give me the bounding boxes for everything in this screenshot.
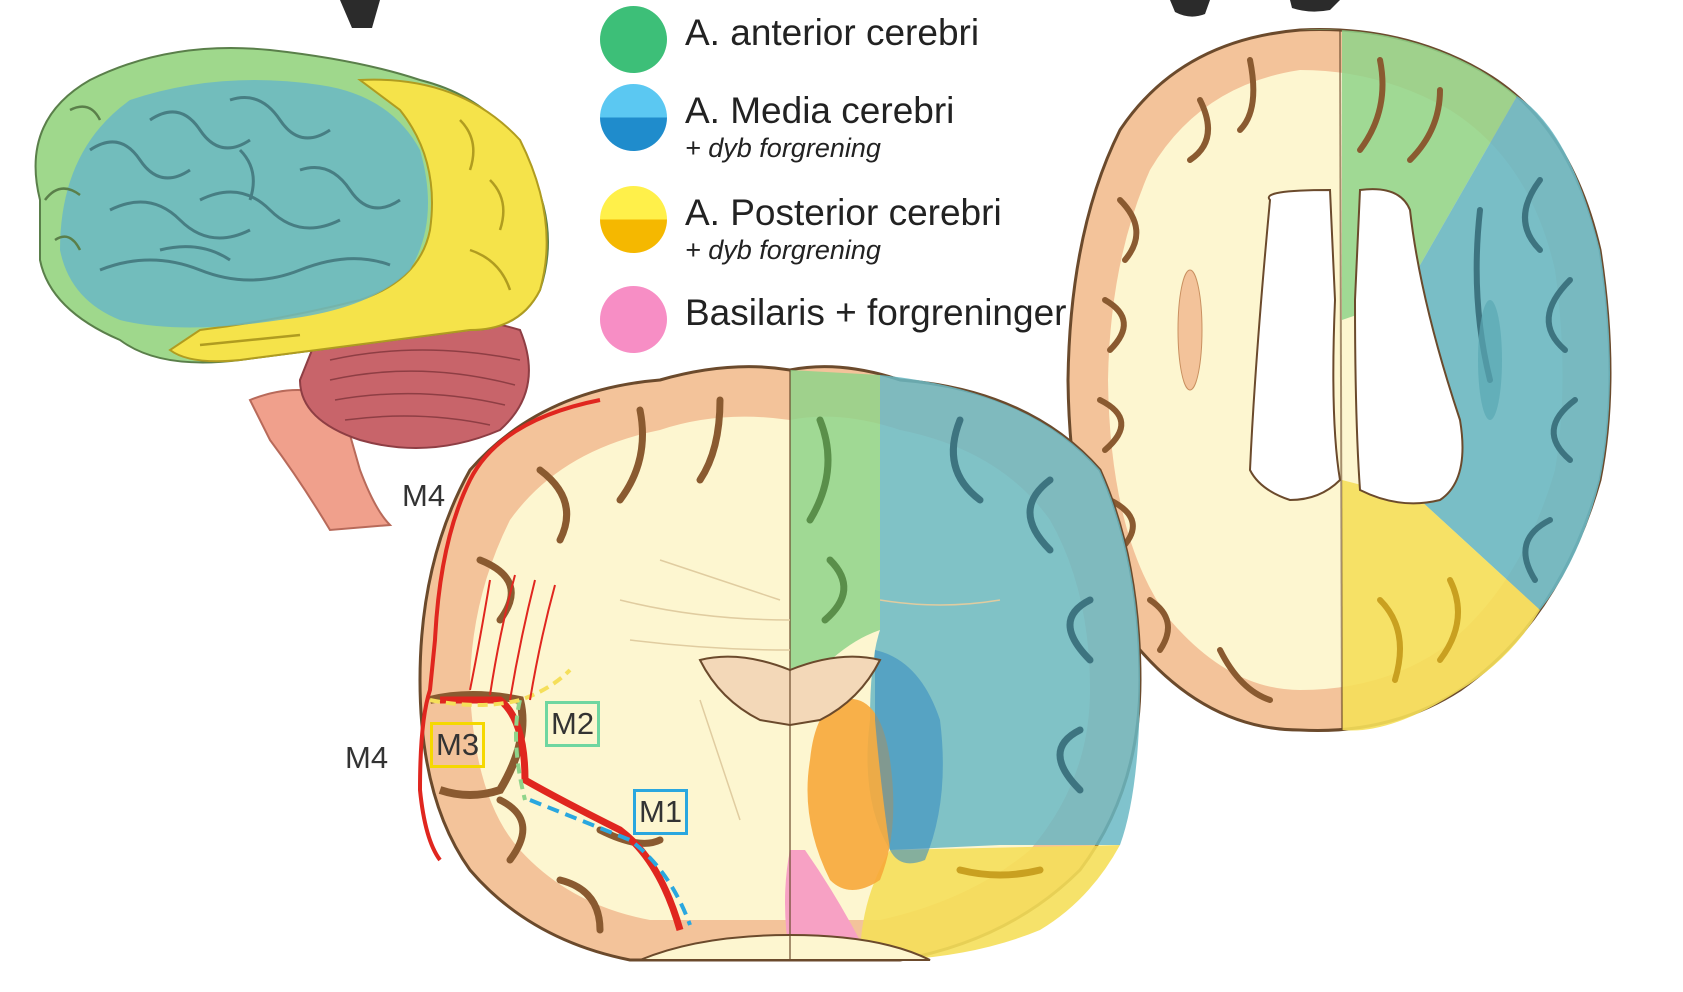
- legend-label: A. Media cerebri: [685, 90, 954, 132]
- legend-swatch-posterior: [600, 186, 667, 253]
- coronal-posterior-region: [860, 845, 1120, 960]
- legend-item-basilaris: Basilaris + forgreninger: [600, 286, 1067, 353]
- legend-item-posterior: A. Posterior cerebri + dyb forgrening: [600, 186, 1002, 266]
- legend-item-media: A. Media cerebri + dyb forgrening: [600, 84, 954, 164]
- label-m2: M2: [545, 701, 600, 747]
- legend-swatch-basilaris: [600, 286, 667, 353]
- coronal-anterior-region: [790, 370, 880, 680]
- legend-sublabel: + dyb forgrening: [685, 234, 1002, 266]
- axial-slice: [1068, 30, 1610, 731]
- legend-text-media: A. Media cerebri + dyb forgrening: [685, 90, 954, 164]
- media-region-lateral: [60, 80, 428, 328]
- legend-text-posterior: A. Posterior cerebri + dyb forgrening: [685, 192, 1002, 266]
- legend-sublabel: + dyb forgrening: [685, 132, 954, 164]
- label-m4-lateral: M4: [402, 478, 445, 514]
- legend-text-basilaris: Basilaris + forgreninger: [685, 292, 1067, 334]
- legend-label: A. anterior cerebri: [685, 12, 979, 54]
- label-m4-coronal: M4: [345, 740, 388, 776]
- legend-swatch-media: [600, 84, 667, 151]
- legend-label: Basilaris + forgreninger: [685, 292, 1067, 334]
- legend-swatch-anterior: [600, 6, 667, 73]
- legend-label: A. Posterior cerebri: [685, 192, 1002, 234]
- coronal-slice: [420, 367, 1140, 960]
- legend-text-anterior: A. anterior cerebri: [685, 12, 979, 54]
- label-m3: M3: [430, 722, 485, 768]
- label-m1: M1: [633, 789, 688, 835]
- lateral-brain: [36, 48, 548, 530]
- legend-item-anterior: A. anterior cerebri: [600, 6, 979, 73]
